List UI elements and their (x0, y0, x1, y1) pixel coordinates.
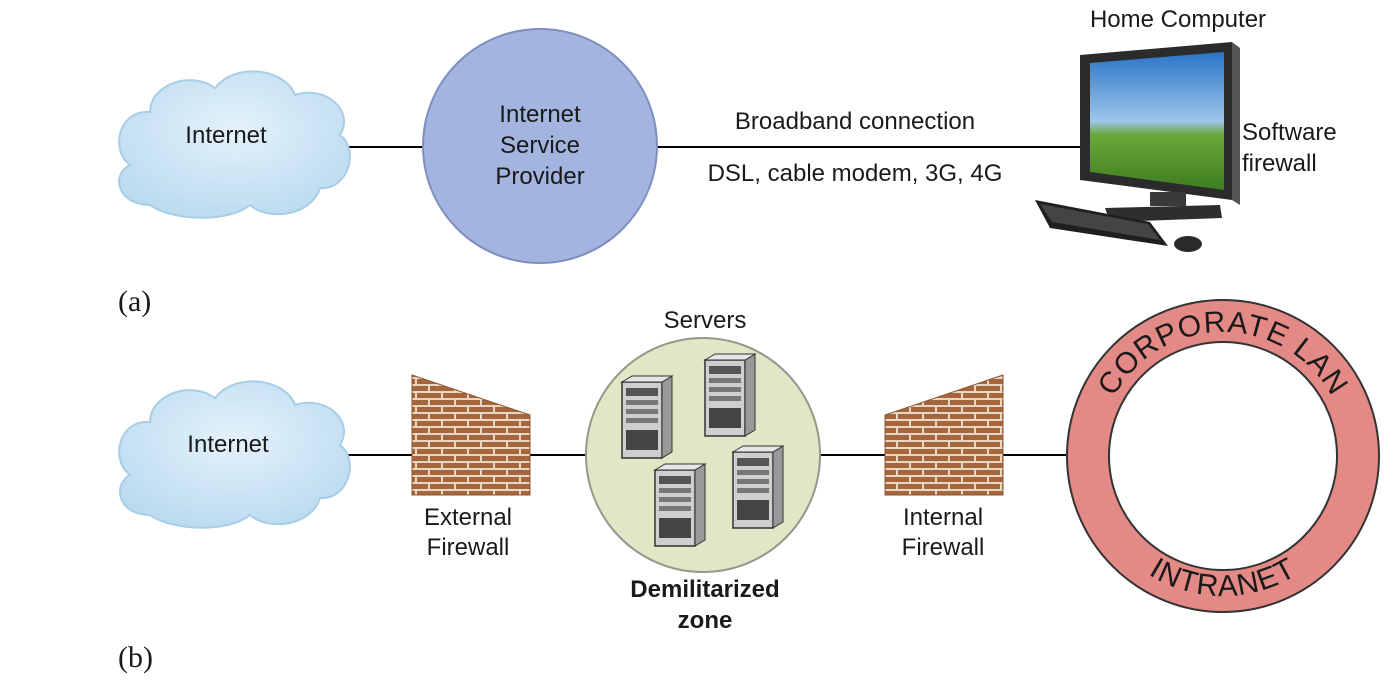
isp-label-line-1: Internet (499, 101, 581, 128)
internet-cloud-icon (118, 70, 351, 219)
software-firewall-label-line-2: firewall (1242, 150, 1317, 177)
internet-cloud-icon (118, 380, 351, 529)
external-firewall-label-line-1: External (424, 504, 512, 531)
ring-inner-edge (1108, 341, 1338, 571)
panel-b-label: (b) (118, 641, 153, 674)
isp-label-line-3: Provider (495, 163, 584, 190)
panel-a: Internet Internet Service Provider Broad… (118, 6, 1337, 318)
server-icon (654, 463, 706, 547)
broadband-connection-label: Broadband connection (735, 108, 975, 135)
internal-firewall-icon (884, 374, 1004, 496)
connection-types-label: DSL, cable modem, 3G, 4G (708, 160, 1003, 187)
server-icon (621, 375, 673, 459)
dmz-label-line-1: Demilitarized (630, 576, 779, 603)
panel-a-label: (a) (118, 285, 151, 318)
external-firewall-icon (411, 374, 531, 496)
home-computer-icon (1035, 42, 1240, 252)
server-icon (704, 353, 756, 437)
corporate-lan-ring (1067, 300, 1379, 612)
dmz-label-line-2: zone (678, 607, 733, 634)
software-firewall-label-line-1: Software (1242, 119, 1337, 146)
internal-firewall-label-line-2: Firewall (902, 534, 985, 561)
home-computer-label: Home Computer (1090, 6, 1266, 33)
ring-outer-edge (1066, 299, 1380, 613)
internet-label: Internet (185, 122, 267, 149)
isp-circle (422, 28, 658, 264)
server-icon (732, 445, 784, 529)
panel-b: Internet External Firewall Servers Demil… (118, 299, 1380, 674)
internal-firewall-label-line-1: Internal (903, 504, 983, 531)
isp-label-line-2: Service (500, 132, 580, 159)
external-firewall-label-line-2: Firewall (427, 534, 510, 561)
internet-label: Internet (187, 431, 269, 458)
servers-label: Servers (664, 307, 747, 334)
